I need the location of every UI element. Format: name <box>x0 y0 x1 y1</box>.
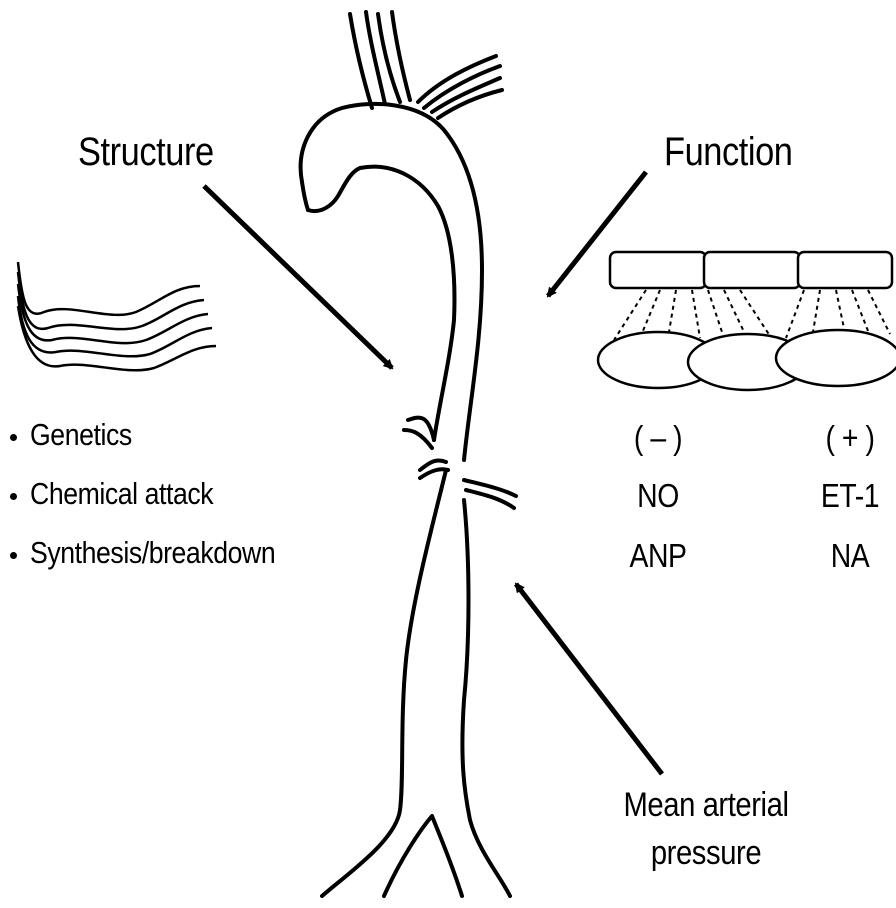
elastin-fibers-icon <box>18 262 216 370</box>
endothelial-cell-3 <box>798 252 892 288</box>
endothelial-cell-1 <box>610 252 706 288</box>
descending-left-wall <box>322 470 446 896</box>
inhibitory-item-anp: ANP <box>629 538 686 574</box>
aortic-root-cut <box>302 182 308 210</box>
factor-chemical-attack: Chemical attack <box>30 477 213 511</box>
bullet-icon <box>10 493 17 500</box>
aorta-outline <box>301 12 516 896</box>
structure-arrow <box>204 186 392 368</box>
endothelium-smooth-muscle-icon <box>598 252 896 390</box>
endothelial-cell-2 <box>704 252 800 288</box>
iliac-bifurcation <box>384 816 462 896</box>
pressure-arrow <box>516 584 662 774</box>
excitatory-item-na: NA <box>831 538 870 574</box>
descending-right-wall <box>462 500 510 896</box>
factor-synthesis-breakdown: Synthesis/breakdown <box>30 536 275 570</box>
bullet-icon <box>10 434 17 441</box>
excitatory-sign: ( + ) <box>825 420 874 456</box>
pressure-label-line1: Mean arterial <box>623 786 788 824</box>
upper-left-branch-b <box>404 430 432 448</box>
right-branch <box>464 480 516 496</box>
excitatory-item-et1: ET-1 <box>821 478 879 514</box>
aortic-arch-inner <box>308 167 454 440</box>
factor-genetics: Genetics <box>30 418 132 452</box>
inhibitory-sign: ( – ) <box>634 420 682 456</box>
function-label: Function <box>664 130 793 174</box>
bullet-icon <box>10 552 17 559</box>
structure-label: Structure <box>78 130 214 174</box>
inhibitory-item-no: NO <box>637 478 679 514</box>
smooth-muscle-cell-3 <box>776 330 896 386</box>
pressure-label-line2: pressure <box>651 834 761 872</box>
